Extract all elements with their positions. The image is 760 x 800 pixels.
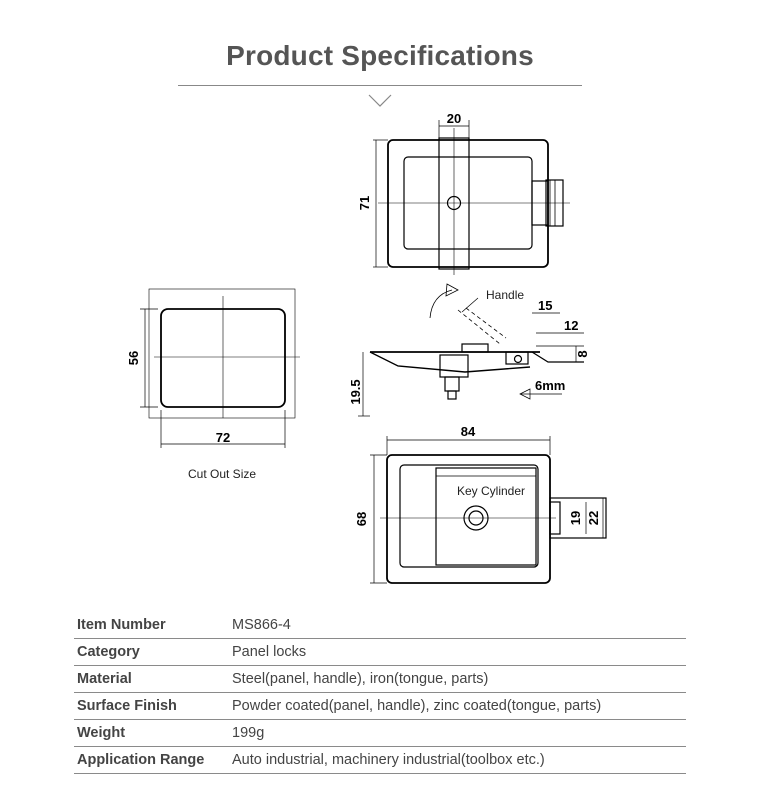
spec-value: 199g [229,719,686,747]
spec-label: Surface Finish [74,692,229,720]
spec-value: MS866-4 [229,612,686,639]
top-height-label: 71 [357,196,372,210]
front-width-label: 84 [461,424,476,439]
side-dim-19-5: 19.5 [348,379,363,404]
spec-value: Panel locks [229,638,686,666]
front-dim-22: 22 [586,511,601,525]
spec-label: Item Number [74,612,229,639]
front-height-label: 68 [354,512,369,526]
key-cylinder-label: Key Cylinder [457,484,525,498]
top-width-label: 20 [447,111,461,126]
side-dim-8: 8 [575,350,590,357]
handle-label: Handle [486,288,524,302]
title-divider [178,85,582,86]
spec-label: Weight [74,719,229,747]
spec-value: Steel(panel, handle), iron(tongue, parts… [229,665,686,693]
front-view [370,436,607,584]
side-dim-12: 12 [564,318,578,333]
cutout-width-label: 72 [216,430,230,445]
cutout-height-label: 56 [126,351,141,365]
cutout-view [140,288,300,448]
spec-label: Application Range [74,746,229,774]
side-dim-6mm: 6mm [535,378,565,393]
spec-label: Material [74,665,229,693]
top-view [373,120,570,275]
spec-value: Powder coated(panel, handle), zinc coate… [229,692,686,720]
side-view [358,283,584,417]
technical-drawing: 20 71 72 56 Handle 15 12 8 19.5 6mm 84 6… [126,111,607,584]
spec-label: Category [74,638,229,666]
chevron-down-icon [368,94,392,107]
cutout-caption: Cut Out Size [188,467,257,481]
side-dim-15: 15 [538,298,552,313]
page-title: Product Specifications [226,40,534,71]
front-dim-19: 19 [568,511,583,525]
spec-value: Auto industrial, machinery industrial(to… [229,746,686,774]
